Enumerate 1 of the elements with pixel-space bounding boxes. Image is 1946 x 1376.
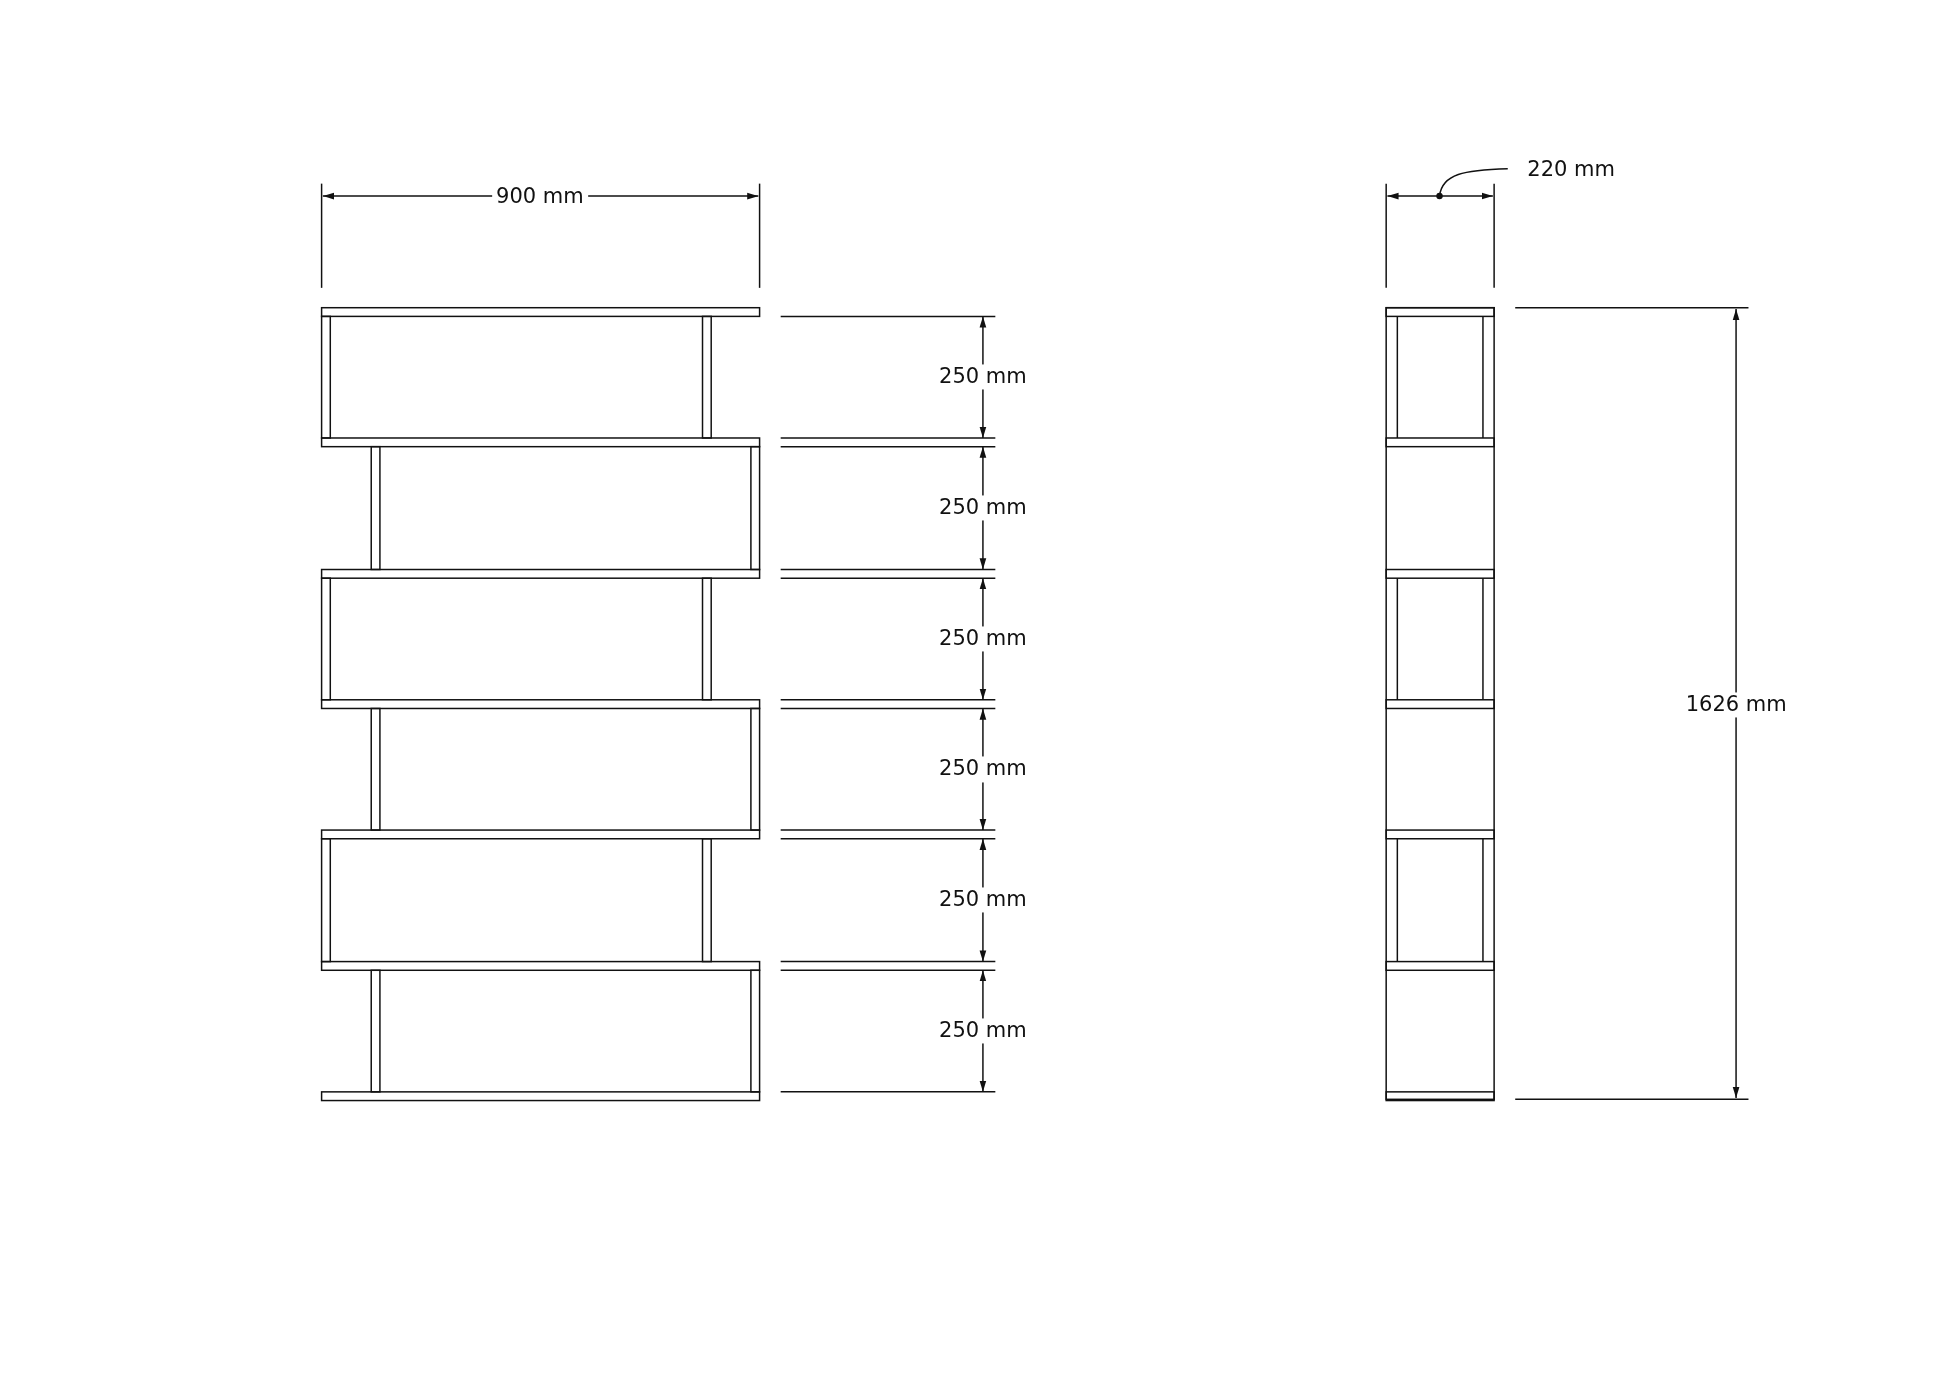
- dimension-label: 220 mm: [1526, 157, 1616, 183]
